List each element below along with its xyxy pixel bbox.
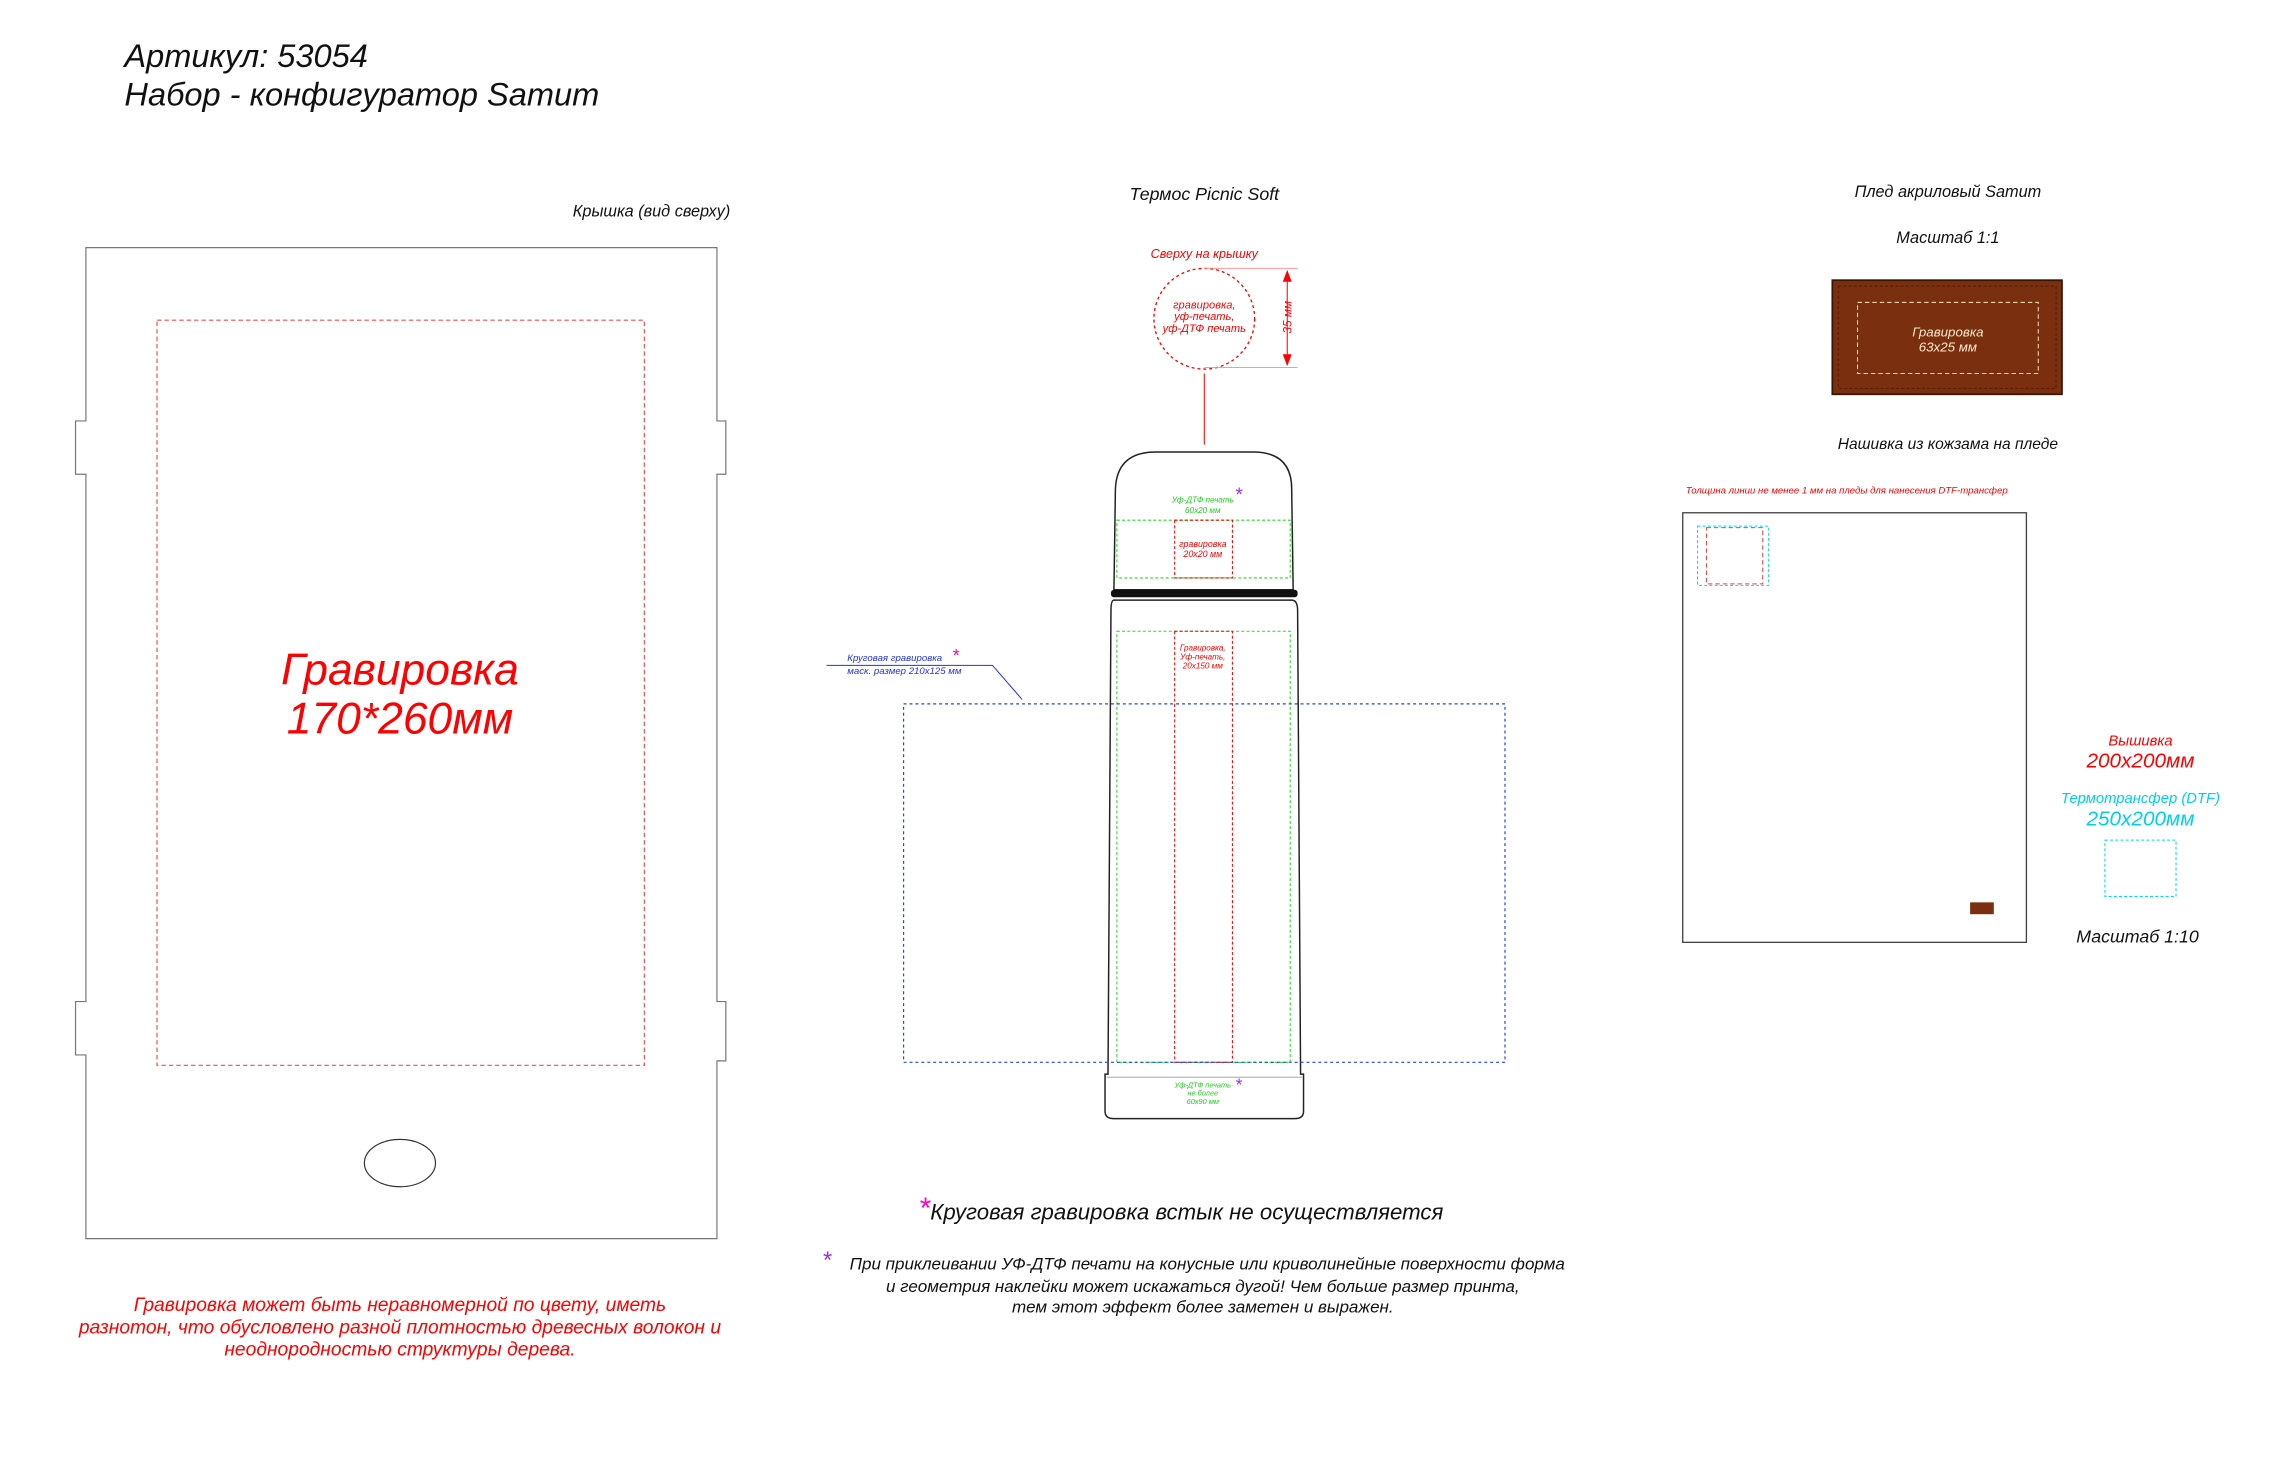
wrap-label: Круговая гравировка	[847, 653, 942, 664]
dtf-legend-box	[2104, 839, 2177, 897]
plaid-caption: Плед акриловый Samum	[1855, 183, 2042, 201]
article-number: Артикул: 53054	[122, 38, 367, 74]
body-engraving-text: 20x150 мм	[1182, 661, 1223, 670]
lid-note-line: неоднородностью структуры дерева.	[224, 1340, 575, 1361]
thermos-cap	[1113, 451, 1294, 591]
bottom-uv-text: Уф-ДТФ печать	[1174, 1081, 1232, 1090]
top-print-circle	[1153, 267, 1256, 370]
cap-uv-area	[1116, 519, 1291, 579]
scale-label: Масштаб 1:1	[1896, 229, 1999, 247]
top-dimension: 35 мм	[1281, 301, 1295, 334]
patch-caption: Нашивка из кожзама на пледе	[1838, 436, 2059, 453]
patch-label: 63x25 мм	[1919, 339, 1977, 354]
lid-engraving-size: 170*260мм	[287, 694, 513, 743]
dtf-size: 250x200мм	[2086, 807, 2195, 830]
patch-position	[1970, 902, 1994, 915]
top-circle-text: уф-ДТФ печать	[1162, 323, 1246, 335]
lid-engraving-label: Гравировка	[281, 646, 519, 695]
thermos-band	[1110, 589, 1298, 598]
thermos-drawing: Термос Picnic Soft Сверху на крышку грав…	[822, 184, 1565, 1316]
body-engraving-text: Гравировка,	[1180, 644, 1226, 653]
plaid-outline	[1682, 512, 2028, 944]
asterisk-icon: *	[822, 1248, 832, 1274]
uv-dtf-note: тем этот эффект более заметен и выражен.	[1012, 1298, 1394, 1317]
embroidery-area	[1705, 527, 1764, 585]
wrap-label: маск. размер 210x125 мм	[847, 666, 962, 677]
asterisk-icon: *	[952, 645, 960, 665]
lid-drawing: Крышка (вид сверху) Гравировка 170*260мм…	[74, 203, 730, 1361]
cap-uv-text: 60x20 мм	[1185, 506, 1221, 515]
asterisk-icon: *	[1235, 485, 1244, 506]
lid-note-line: разнотон, что обусловлено разной плотнос…	[78, 1317, 722, 1338]
asterisk-icon: *	[919, 1192, 932, 1225]
top-circle-text: гравировка,	[1173, 299, 1235, 311]
lid-caption: Крышка (вид сверху)	[573, 203, 730, 221]
dtf-area	[1697, 525, 1770, 586]
patch-label: Гравировка	[1912, 324, 1983, 339]
lid-note-line: Гравировка может быть неравномерной по ц…	[134, 1295, 666, 1316]
top-label: Сверху на крышку	[1151, 247, 1259, 261]
top-circle-text: уф-печать,	[1173, 311, 1234, 323]
lid-hole	[363, 1138, 437, 1188]
embroidery-label: Вышивка	[2108, 733, 2172, 749]
body-uv-area	[1116, 630, 1291, 1063]
leather-patch	[1831, 279, 2063, 396]
patch-engraving-area	[1857, 301, 2039, 375]
lid-engraving-area	[156, 319, 645, 1066]
bottom-uv-text: не более	[1187, 1089, 1218, 1098]
page-title: Набор - конфигуратор Samum	[124, 76, 599, 112]
body-engraving-area	[1174, 630, 1233, 1063]
bottom-uv-text: 60x90 мм	[1187, 1097, 1219, 1106]
thermos-caption: Термос Picnic Soft	[1129, 184, 1280, 204]
cap-engraving-text: 20x20 мм	[1182, 549, 1222, 559]
cap-uv-text: Уф-ДТФ печать	[1171, 495, 1234, 504]
body-engraving-text: Уф-печать,	[1179, 652, 1225, 661]
cap-engraving-text: гравировка	[1179, 539, 1227, 549]
plaid-drawing: Плед акриловый Samum Масштаб 1:1 Гравиро…	[1682, 183, 2220, 946]
line-note: Толщина линии не менее 1 мм на пледы для…	[1686, 486, 2009, 497]
scale-label: Масштаб 1:10	[2076, 926, 2199, 946]
uv-dtf-note: и геометрия наклейки может искажаться ду…	[886, 1277, 1520, 1296]
wrap-note: Круговая гравировка встык не осуществляе…	[930, 1199, 1443, 1224]
wrap-leader-line	[826, 664, 1023, 700]
asterisk-icon: *	[1235, 1074, 1243, 1094]
embroidery-size: 200x200мм	[2086, 750, 2195, 773]
lid-outline	[74, 247, 727, 1240]
dtf-label: Термотрансфер (DTF)	[2061, 791, 2220, 807]
uv-dtf-note: При приклеивании УФ-ДТФ печати на конусн…	[850, 1255, 1565, 1274]
thermos-body	[1104, 599, 1305, 1120]
